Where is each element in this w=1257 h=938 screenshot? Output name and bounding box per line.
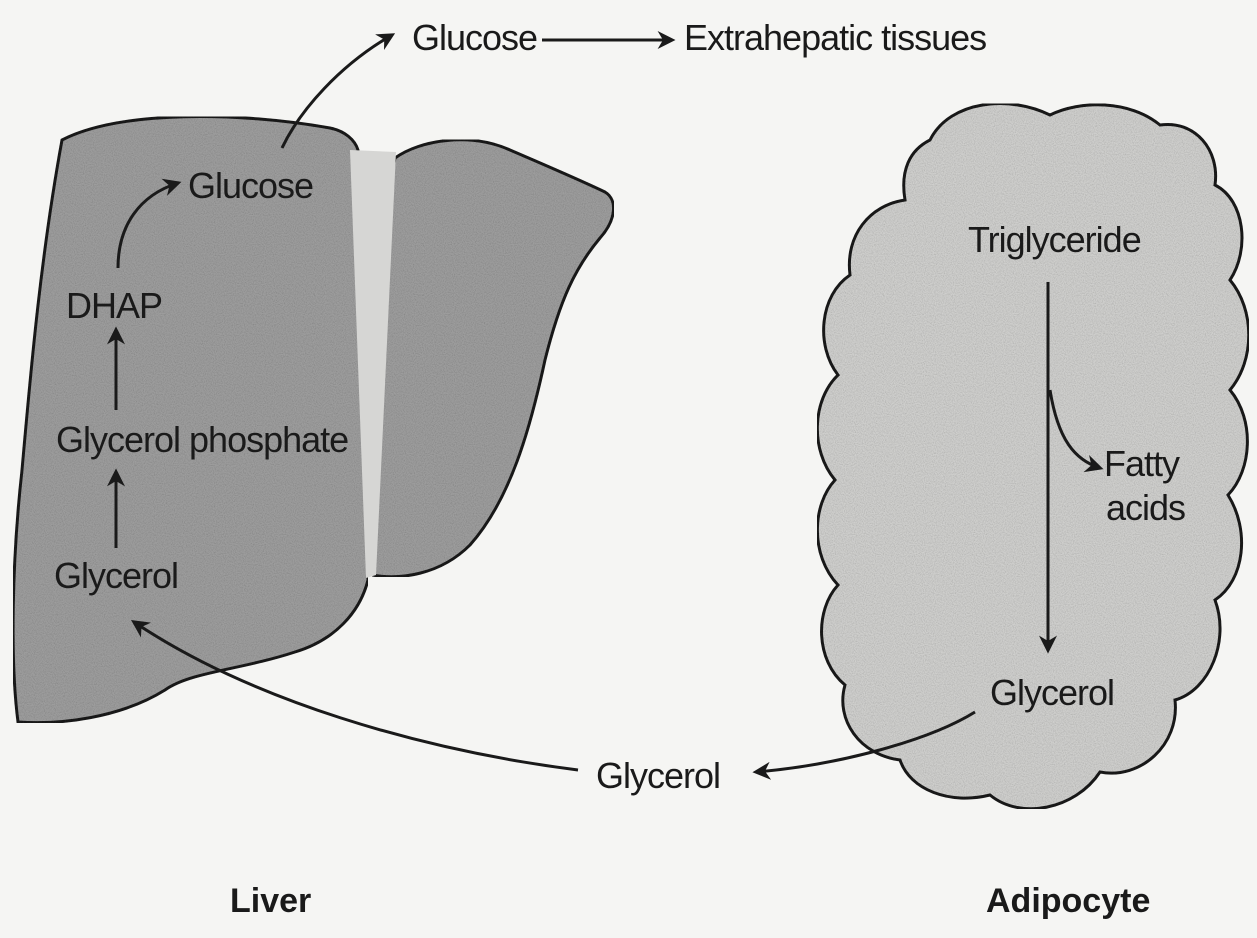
acids-label: acids [1106,490,1185,526]
triglyceride-label: Triglyceride [968,222,1141,258]
adipocyte-glycerol-label: Glycerol [990,675,1114,711]
top-glucose-label: Glucose [412,20,537,56]
liver-glucose-label: Glucose [188,168,313,204]
liver-right-lobe [372,140,614,577]
dhap-label: DHAP [66,288,162,324]
glycerol-phosphate-label: Glycerol phosphate [56,422,348,458]
adipocyte-caption: Adipocyte [986,884,1150,918]
extrahepatic-tissues-label: Extrahepatic tissues [684,20,986,56]
liver-glycerol-label: Glycerol [54,558,178,594]
liver-caption: Liver [230,884,311,918]
fatty-label: Fatty [1104,446,1179,482]
transport-glycerol-label: Glycerol [596,758,720,794]
